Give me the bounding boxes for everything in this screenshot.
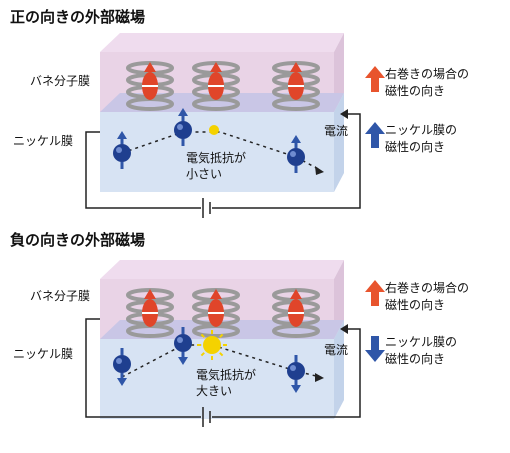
blue-down-arrow-icon [365, 336, 385, 362]
legend-molecule-text: 右巻きの場合の 磁性の向き [385, 66, 469, 100]
nickel-layer-label: ニッケル膜 [13, 347, 74, 361]
legend-nickel-text: ニッケル膜の 磁性の向き [385, 334, 457, 368]
path-arrowhead [315, 166, 324, 175]
resistance-label: 電気抵抗が 小さい [186, 150, 246, 182]
red-up-arrow-icon [365, 280, 385, 306]
current-label: 電流 [324, 343, 349, 357]
polymer-layer-label: バネ分子膜 [30, 74, 91, 88]
legend-line: 右巻きの場合の [385, 67, 470, 81]
legend-line: ニッケル膜の [385, 123, 458, 137]
diagram-panel-positive-field: 正の向きの外部磁場 バネ分子膜 ニッケル膜 電流 電気抵抗が 小さい 右巻きの場… [0, 0, 510, 226]
blue-up-arrow-icon [365, 122, 385, 148]
electron-spin-down [174, 327, 192, 365]
circuit-wire [212, 113, 361, 209]
spring-molecule [272, 61, 320, 111]
spring-molecule [192, 288, 240, 338]
legend-line: 磁性の向き [385, 352, 446, 366]
current-label: 電流 [324, 124, 349, 138]
current-arrowhead [340, 109, 348, 119]
spring-molecule [126, 288, 174, 338]
resistance-label-line2: 大きい [196, 384, 233, 398]
polymer-layer-top-face [100, 33, 344, 52]
scattering-sun-icon [197, 330, 227, 360]
electron-path [121, 131, 321, 171]
scatter-dot [209, 125, 219, 135]
nickel-layer-side [334, 93, 344, 192]
circuit-wire [212, 328, 361, 418]
spring-molecule [272, 288, 320, 338]
electron-spin-down [113, 348, 131, 386]
panel-title: 負の向きの外部磁場 [10, 231, 146, 249]
device-illustration [85, 33, 385, 218]
resistance-label-line2: 小さい [186, 167, 223, 181]
circuit-wire [85, 131, 201, 209]
legend-line: 磁性の向き [385, 84, 446, 98]
nickel-layer [100, 339, 334, 419]
path-arrowhead [315, 373, 324, 382]
resistance-label: 電気抵抗が 大きい [196, 367, 256, 399]
electron-spin-up [287, 135, 305, 173]
polymer-layer-side [334, 260, 344, 339]
diagram-panel-negative-field: 負の向きの外部磁場 バネ分子膜 ニッケル膜 電流 電気抵抗が 大きい 右巻きの場… [0, 227, 510, 453]
polymer-layer-label: バネ分子膜 [30, 289, 91, 303]
electron-spin-down [287, 355, 305, 393]
polymer-layer-side [334, 33, 344, 112]
legend-nickel-text: ニッケル膜の 磁性の向き [385, 122, 457, 156]
resistance-label-line1: 電気抵抗が [196, 368, 257, 382]
nickel-layer-side [334, 320, 344, 419]
legend-line: 磁性の向き [385, 298, 446, 312]
device-illustration [85, 260, 385, 427]
legend-line: ニッケル膜の [385, 335, 458, 349]
legend-line: 磁性の向き [385, 140, 446, 154]
spring-molecule [192, 61, 240, 111]
nickel-layer-label: ニッケル膜 [13, 134, 74, 148]
legend-molecule-text: 右巻きの場合の 磁性の向き [385, 280, 469, 314]
nickel-layer [100, 112, 334, 192]
red-up-arrow-icon [365, 66, 385, 92]
electron-spin-up [174, 108, 192, 146]
current-arrowhead [340, 324, 348, 334]
polymer-layer-top-face [100, 260, 344, 279]
electron-spin-up [113, 131, 131, 169]
spring-molecule [126, 61, 174, 111]
panel-title: 正の向きの外部磁場 [10, 8, 146, 26]
resistance-label-line1: 電気抵抗が [186, 151, 247, 165]
legend-line: 右巻きの場合の [385, 281, 470, 295]
circuit-wire [85, 318, 201, 418]
